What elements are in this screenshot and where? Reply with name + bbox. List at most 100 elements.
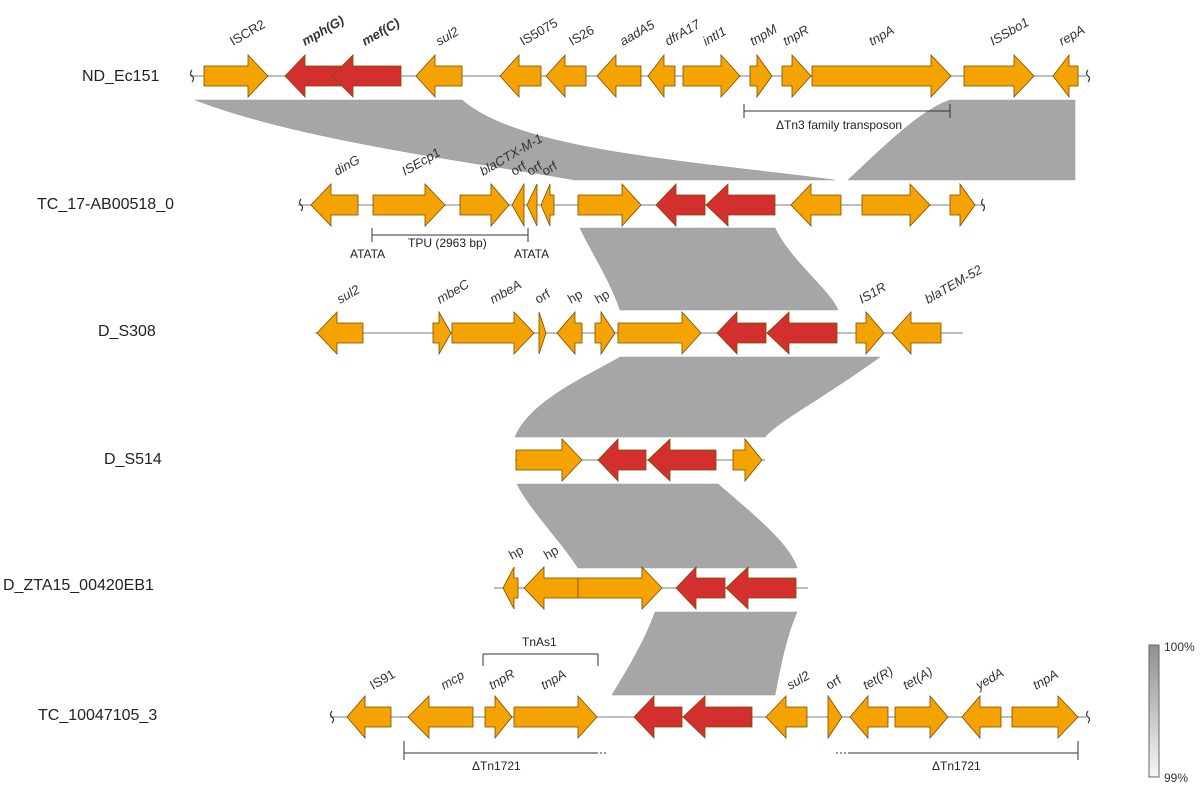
gene-label: tnpA xyxy=(1030,666,1061,692)
gene-arrow xyxy=(682,53,741,99)
gene-label: mbeA xyxy=(487,277,524,307)
gene-arrow xyxy=(596,53,642,99)
gene-arrow xyxy=(725,566,797,610)
gene-label: aadA5 xyxy=(617,16,658,48)
gene-labels-track-1: ISCR2 mph(G) mef(C) sul2 IS5075 IS26 aad… xyxy=(227,12,1087,48)
identity-scale: 100% 99% xyxy=(1148,640,1195,785)
annotation-tn1721-right xyxy=(836,741,1079,760)
track-label: TC_10047105_3 xyxy=(38,707,157,724)
gene-arrow xyxy=(597,438,647,482)
gene-arrow xyxy=(310,183,359,227)
gene-arrow xyxy=(499,53,542,99)
gene-arrow xyxy=(203,54,269,98)
annotation-tn1721-left xyxy=(403,741,608,760)
gene-arrow xyxy=(556,310,583,356)
annotation-label: ATATA xyxy=(350,247,385,261)
gene-arrow xyxy=(655,183,706,227)
gene-label: mph(G) xyxy=(299,12,347,48)
gene-label: tnpM xyxy=(747,21,780,49)
gene-arrow xyxy=(716,311,767,355)
gene-label: orf xyxy=(539,158,560,179)
gene-arrow xyxy=(545,53,587,99)
track-label: TC_17-AB00518_0 xyxy=(37,196,174,213)
gene-arrow xyxy=(781,53,812,99)
gene-label: tnpR xyxy=(486,666,517,693)
gene-arrow xyxy=(961,694,1002,740)
gene-arrow xyxy=(1052,53,1079,99)
homology-band-1-2 xyxy=(194,99,836,181)
track-label: ND_Ec151 xyxy=(82,68,159,85)
annotation-label: ATATA xyxy=(514,247,549,261)
gene-labels-track-5: hp hp xyxy=(506,542,561,562)
gene-arrow xyxy=(849,694,889,740)
gene-arrow xyxy=(891,310,942,356)
homology-band-4-5 xyxy=(516,483,798,569)
gene-arrow xyxy=(432,310,452,356)
annotation-label: TPU (2963 bp) xyxy=(408,236,487,250)
break-mark xyxy=(298,198,304,212)
gene-arrow xyxy=(705,183,776,227)
gene-label: tet(A) xyxy=(900,664,935,693)
genes-track-6 xyxy=(346,694,1079,740)
gene-arrow xyxy=(827,694,843,740)
gene-arrow xyxy=(577,182,642,228)
annotation-label: ΔTn3 family transposon xyxy=(776,118,902,132)
gene-label: ISSbo1 xyxy=(987,14,1031,48)
gene-label: tnpR xyxy=(780,22,811,49)
gene-label: IS26 xyxy=(566,22,597,48)
gene-arrow xyxy=(594,310,616,356)
gene-label: sul2 xyxy=(334,281,363,306)
homology-band-2-3 xyxy=(579,227,839,311)
scale-max-label: 100% xyxy=(1164,640,1195,654)
gene-label: intI1 xyxy=(700,23,729,48)
gene-arrow xyxy=(331,54,402,98)
gene-arrow xyxy=(415,53,463,99)
gene-arrow xyxy=(647,53,676,99)
gene-label: mef(C) xyxy=(359,15,402,49)
gene-arrow xyxy=(316,311,364,355)
gene-label: sul2 xyxy=(784,667,813,692)
homology-band-1-2b xyxy=(847,99,1076,181)
gene-arrow xyxy=(515,438,583,482)
gene-arrow xyxy=(540,183,555,227)
break-mark xyxy=(980,198,986,212)
gene-label: tnpA xyxy=(538,666,569,692)
gene-label: dinG xyxy=(331,152,362,179)
gene-label: yedA xyxy=(972,665,1006,693)
genes-track-2 xyxy=(310,182,976,228)
gene-label: IS5075 xyxy=(517,15,560,49)
gene-arrow xyxy=(855,310,885,356)
gene-label: ISCR2 xyxy=(227,16,268,48)
gene-label: blaTEM-52 xyxy=(922,261,985,306)
gene-label: hp xyxy=(592,286,612,306)
genes-track-4 xyxy=(515,437,763,483)
annotation-tpu xyxy=(371,228,529,242)
gene-arrow xyxy=(811,54,952,98)
homology-band-3-4 xyxy=(514,356,881,438)
gene-label: sul2 xyxy=(433,23,462,48)
gene-arrow xyxy=(511,182,525,228)
annotation-transposon xyxy=(743,104,951,118)
gene-arrow xyxy=(502,566,519,610)
gene-arrow xyxy=(577,566,663,610)
gene-label: IS1R xyxy=(856,279,889,306)
gene-label: orf xyxy=(508,158,529,179)
gene-label: mcp xyxy=(438,667,467,692)
annotation-label: ΔTn1721 xyxy=(932,759,981,773)
homology-regions xyxy=(194,99,1076,696)
gene-arrow xyxy=(647,438,717,482)
gene-label: dfrA17 xyxy=(662,16,703,49)
gene-label: orf xyxy=(524,158,545,179)
gene-label: orf xyxy=(532,286,553,307)
gene-label: hp xyxy=(506,542,526,562)
gene-arrow xyxy=(766,311,838,355)
break-mark xyxy=(189,69,195,83)
genes-track-5 xyxy=(502,566,797,610)
gene-label: mbeC xyxy=(434,276,472,307)
gene-label: IS91 xyxy=(367,666,398,692)
gene-arrow xyxy=(765,695,808,739)
annotation-tnas1 xyxy=(482,653,599,666)
gene-arrow xyxy=(513,694,598,740)
break-mark xyxy=(1085,69,1091,83)
